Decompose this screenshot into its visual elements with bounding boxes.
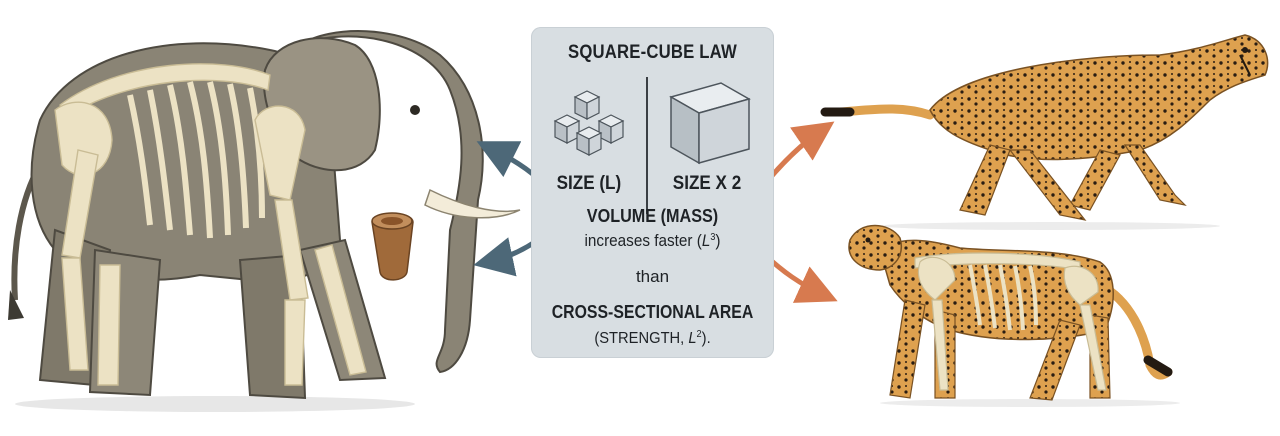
strength-suffix: ). <box>701 330 711 347</box>
panel-title: SQUARE-CUBE LAW <box>568 42 737 63</box>
increases-prefix: increases faster ( <box>584 231 702 250</box>
large-cube-icon <box>669 82 751 165</box>
cheetah-skeleton-illustration <box>848 224 1180 407</box>
strength-variable: L <box>688 330 697 347</box>
area-heading: CROSS-SECTIONAL AREA <box>551 302 754 322</box>
increases-suffix: ) <box>715 231 721 250</box>
bone-cross-section-icon <box>371 212 414 281</box>
strength-exponent: 2 <box>696 329 702 340</box>
increases-line: increases faster (L3) <box>543 231 762 251</box>
panel-divider <box>646 77 648 214</box>
than-text: than <box>635 267 670 286</box>
size-x2-label: SIZE X 2 <box>672 173 742 194</box>
strength-prefix: (STRENGTH, <box>594 330 689 347</box>
increases-exponent: 3 <box>710 232 716 243</box>
square-cube-law-panel: SQUARE-CUBE LAW <box>531 27 774 358</box>
small-cubes-icon <box>553 90 625 156</box>
elephant-skeleton-illustration <box>8 30 521 412</box>
running-cheetah-illustration <box>820 34 1269 230</box>
size-l-label: SIZE (L) <box>556 173 622 194</box>
strength-line: (STRENGTH, L2). <box>541 329 765 348</box>
increases-variable: L <box>701 231 711 250</box>
volume-heading: VOLUME (MASS) <box>586 206 719 226</box>
